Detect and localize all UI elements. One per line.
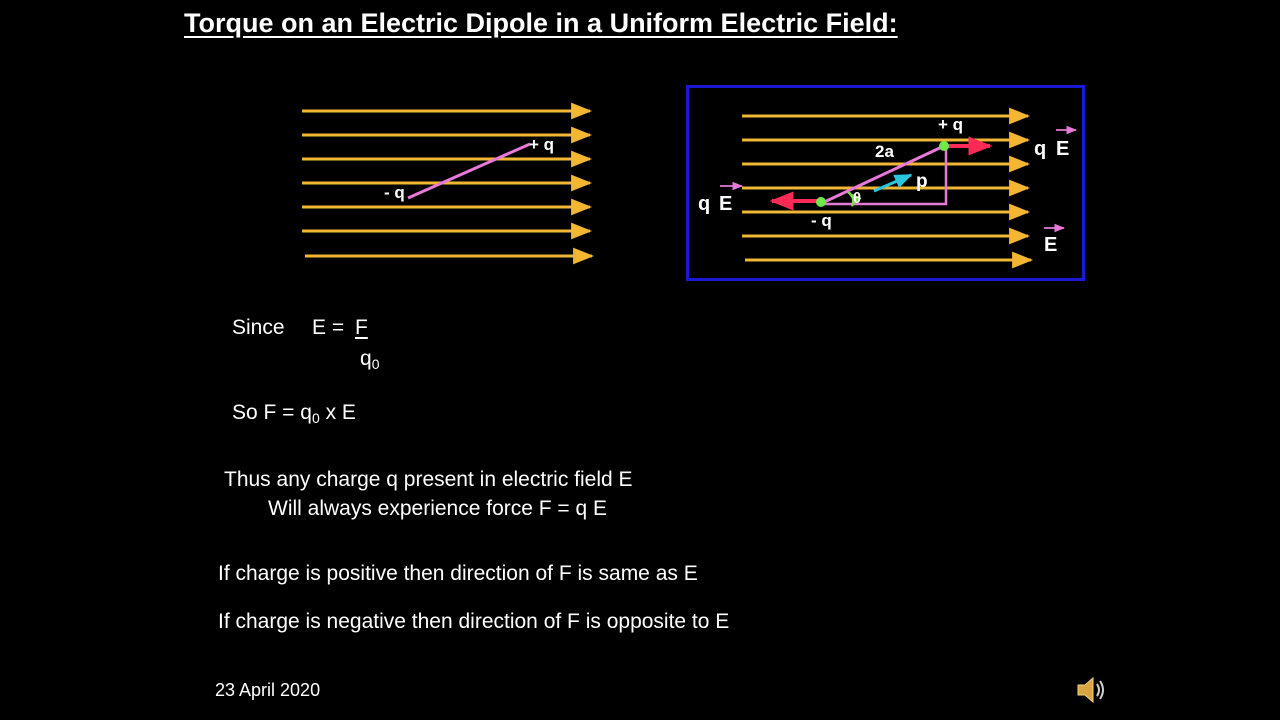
right-minus-charge-label: - q [811,211,832,230]
since-numerator: F [355,316,368,339]
positive-charge-dot [939,141,949,151]
so-suffix: x E [319,401,356,424]
right-diagram-frame [686,85,1085,281]
slide-date: 23 April 2020 [215,680,321,700]
dipole-triangle [820,146,948,206]
left-dipole-rod [407,142,531,200]
force-right-e-label: E [1056,138,1069,160]
since-label: Since [232,316,285,339]
since-lhs: E = [312,316,345,339]
angle-arc [847,191,862,208]
field-e-label: E [1044,234,1057,256]
since-denominator-sub: 0 [371,356,380,372]
right-dipole-rod [819,144,945,206]
force-left-q-label: q [698,193,710,215]
left-minus-charge-label: - q [384,183,405,202]
positive-charge-rule: If charge is positive then direction of … [218,562,698,585]
right-field-lines [742,107,1034,269]
since-denominator-q: q [360,347,372,370]
dipole-moment-arrow [873,173,913,193]
slide-title: Torque on an Electric Dipole in a Unifor… [184,8,898,38]
angle-label: θ [853,190,861,207]
negative-charge-rule: If charge is negative then direction of … [218,610,730,633]
right-plus-charge-label: + q [938,115,963,134]
length-label: 2a [875,142,894,161]
left-plus-charge-label: + q [529,135,554,154]
so-sub: 0 [311,410,320,426]
speaker-icon[interactable] [1074,672,1110,708]
force-left-e-label: E [719,193,732,215]
negative-charge-dot [816,197,826,207]
dipole-moment-label: p [916,171,928,192]
left-field-lines [302,102,595,265]
thus-line-2: Will always experience force F = q E [268,497,608,520]
force-right-q-label: q [1034,138,1046,160]
thus-line-1: Thus any charge q present in electric fi… [224,468,633,491]
since-denominator: q0 [360,347,379,372]
so-prefix: So F = q [232,401,312,424]
so-formula: So F = q0 x E [232,401,356,426]
